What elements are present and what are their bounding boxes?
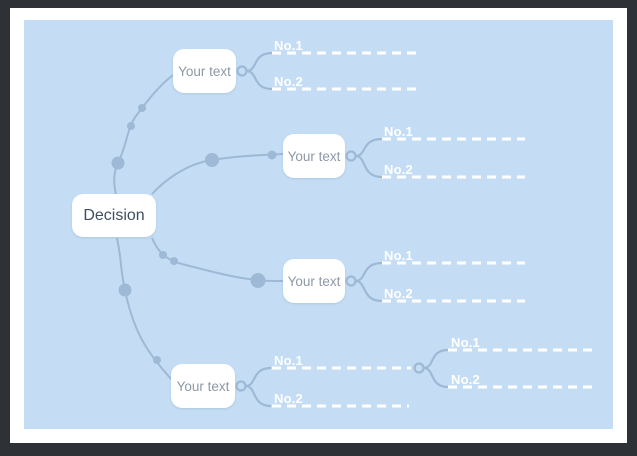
node-label: Your text <box>287 273 341 289</box>
node-decision[interactable]: Decision <box>72 194 156 237</box>
node-label: Your text <box>287 148 341 164</box>
leaf-label[interactable]: No.2 <box>274 74 303 89</box>
leaf-label[interactable]: No.1 <box>274 353 303 368</box>
leaf-label[interactable]: No.2 <box>384 162 413 177</box>
node-your-text-3[interactable]: Your text <box>283 259 345 303</box>
node-your-text-1[interactable]: Your text <box>173 49 236 93</box>
leaf-label[interactable]: No.1 <box>451 335 480 350</box>
node-your-text-2[interactable]: Your text <box>283 134 345 178</box>
node-decision-label: Decision <box>83 206 145 224</box>
leaf-label[interactable]: No.1 <box>274 38 303 53</box>
leaf-label[interactable]: No.2 <box>384 286 413 301</box>
node-label: Your text <box>176 378 230 394</box>
leaf-label[interactable]: No.2 <box>451 372 480 387</box>
leaf-label[interactable]: No.1 <box>384 248 413 263</box>
node-label: Your text <box>178 63 231 79</box>
leaf-label[interactable]: No.2 <box>274 391 303 406</box>
node-your-text-4[interactable]: Your text <box>171 364 235 408</box>
leaf-label[interactable]: No.1 <box>384 124 413 139</box>
